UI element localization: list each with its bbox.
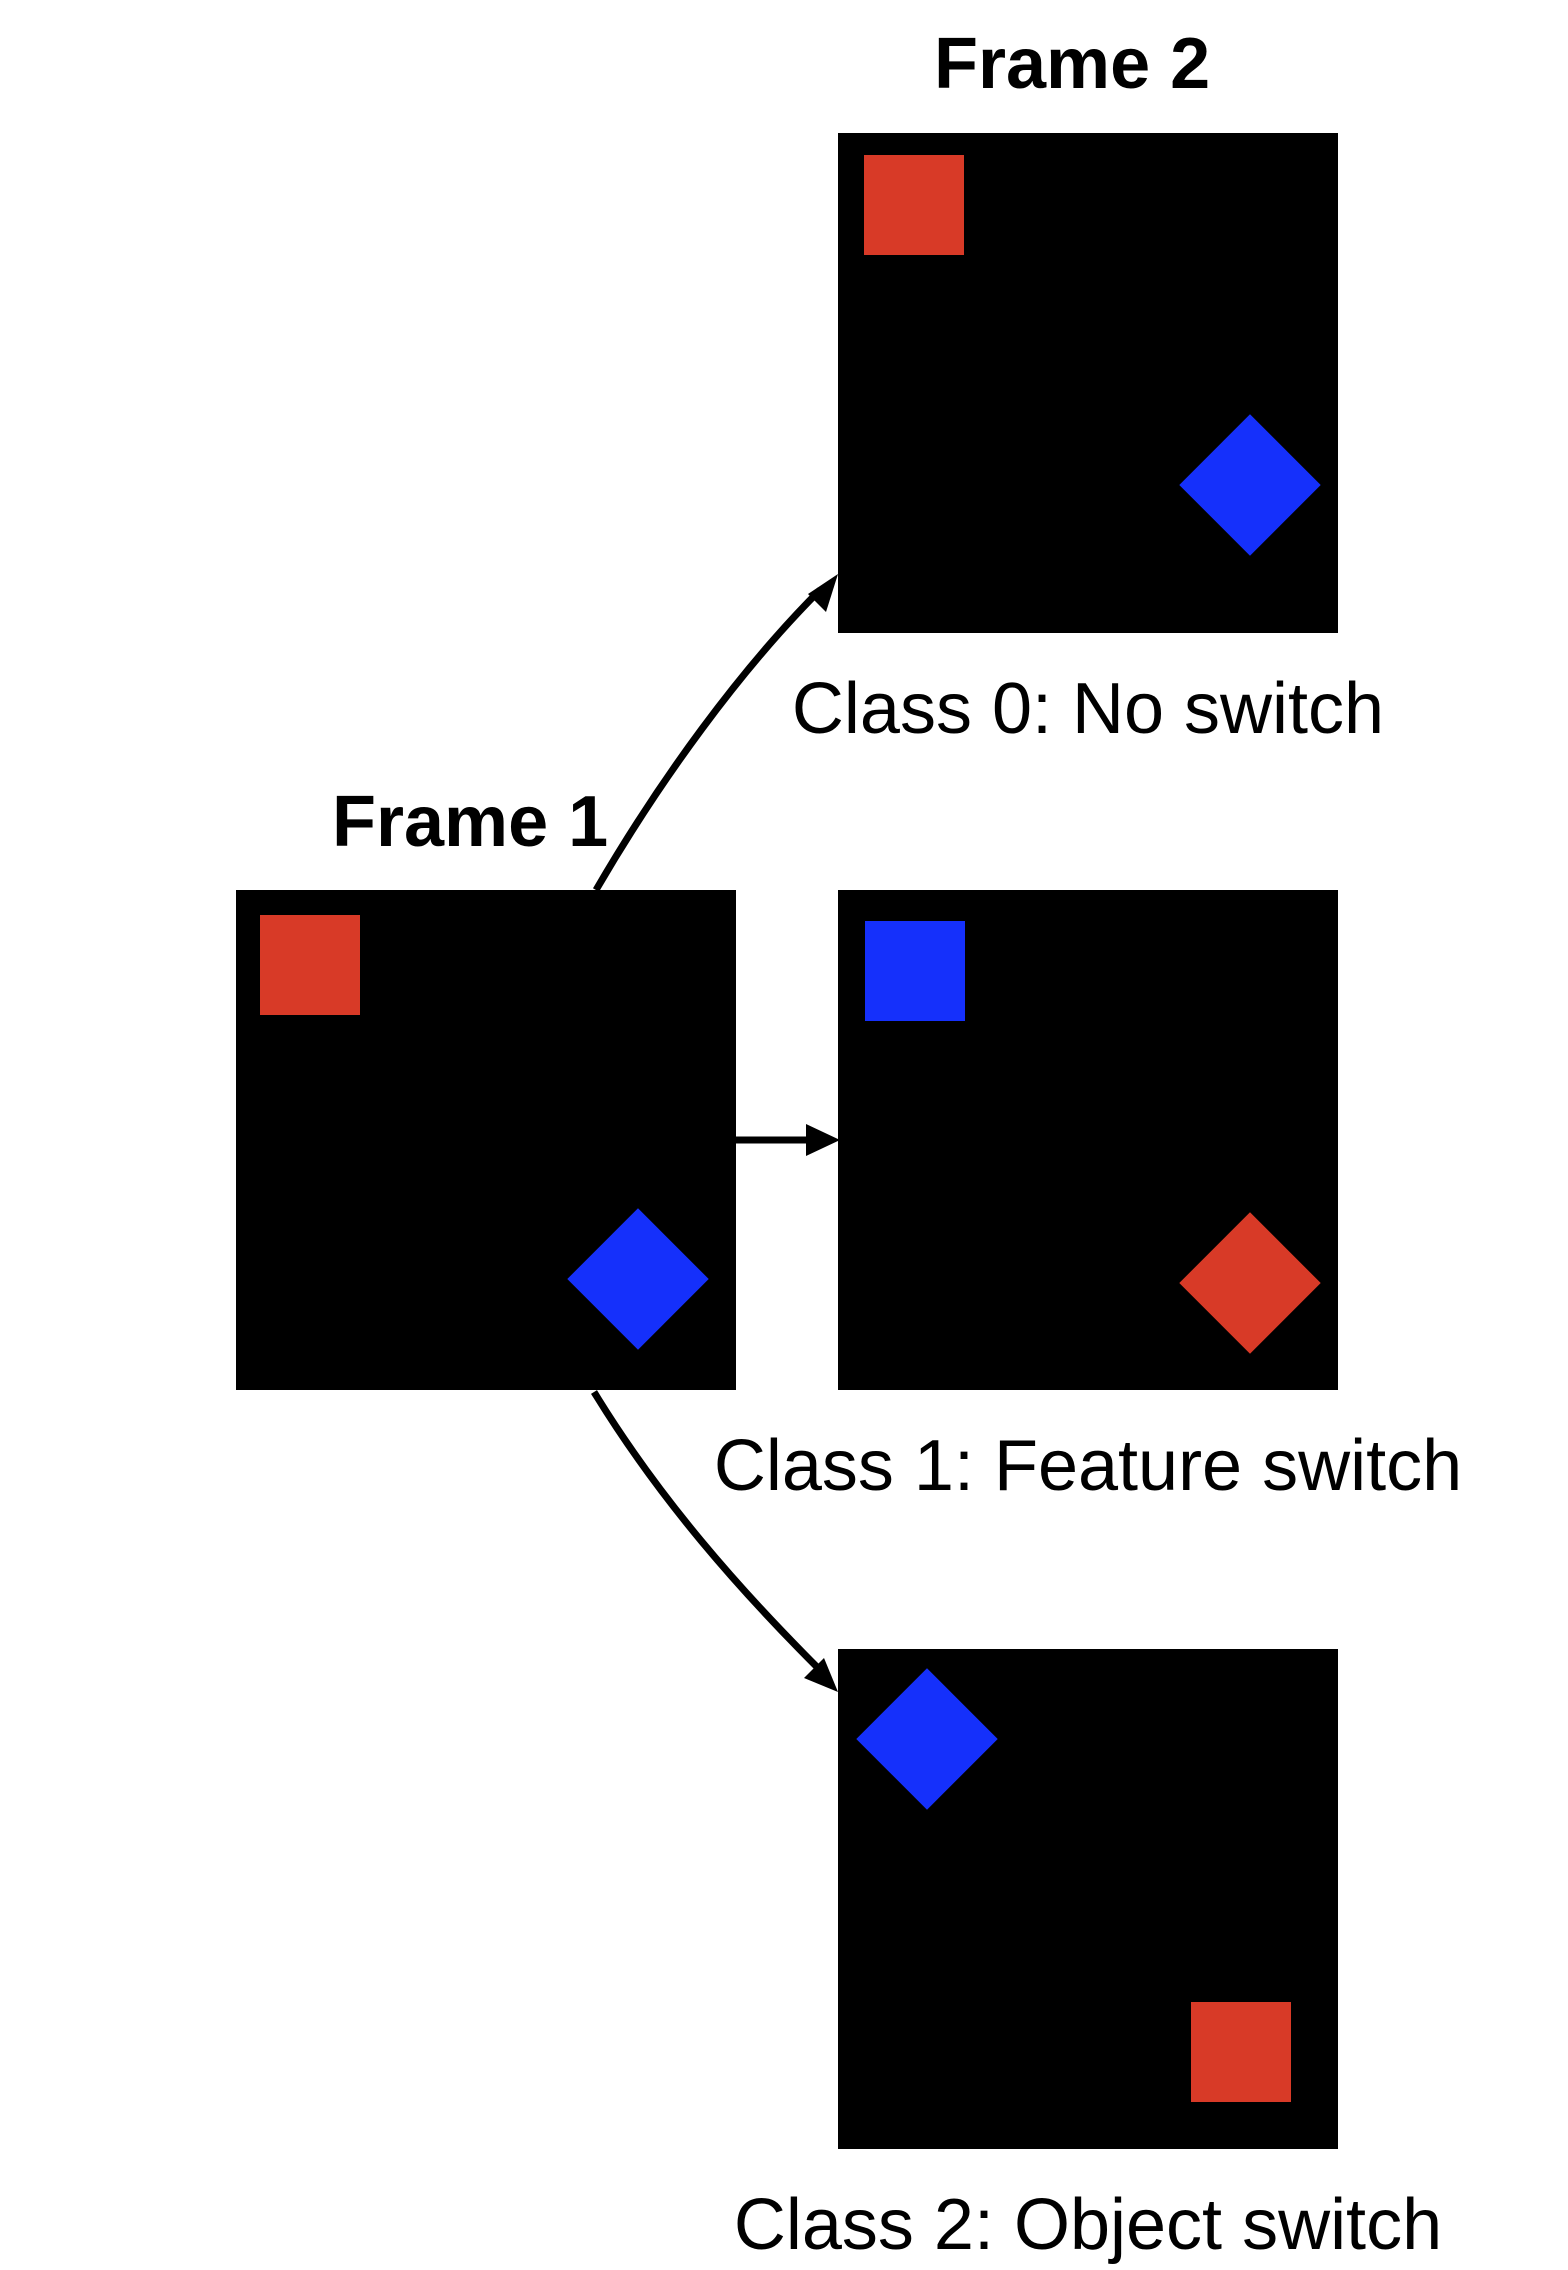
frame1-panel: [236, 890, 736, 1390]
class0-label: Class 0: No switch: [791, 669, 1385, 749]
arrow-to-class0-head: [808, 574, 838, 612]
blue-diamond: [1179, 414, 1321, 556]
blue-diamond: [567, 1208, 709, 1350]
class1-panel: [838, 890, 1338, 1390]
frame2-title: Frame 2: [934, 24, 1211, 104]
class0-panel: [838, 133, 1338, 633]
arrow-to-class1-head: [806, 1124, 840, 1156]
class1-label: Class 1: Feature switch: [713, 1426, 1463, 1506]
red-square: [260, 915, 360, 1015]
blue-square: [865, 921, 965, 1021]
red-square: [1191, 2002, 1291, 2102]
arrow-to-class2-head: [804, 1658, 838, 1692]
blue-diamond: [856, 1668, 998, 1810]
frame1-title: Frame 1: [332, 782, 609, 862]
arrow-to-class2: [591, 1390, 821, 1671]
red-square: [864, 155, 964, 255]
arrow-to-class0: [592, 587, 823, 892]
class2-panel: [838, 1649, 1338, 2149]
class2-label: Class 2: Object switch: [733, 2185, 1443, 2265]
red-diamond: [1179, 1212, 1321, 1354]
